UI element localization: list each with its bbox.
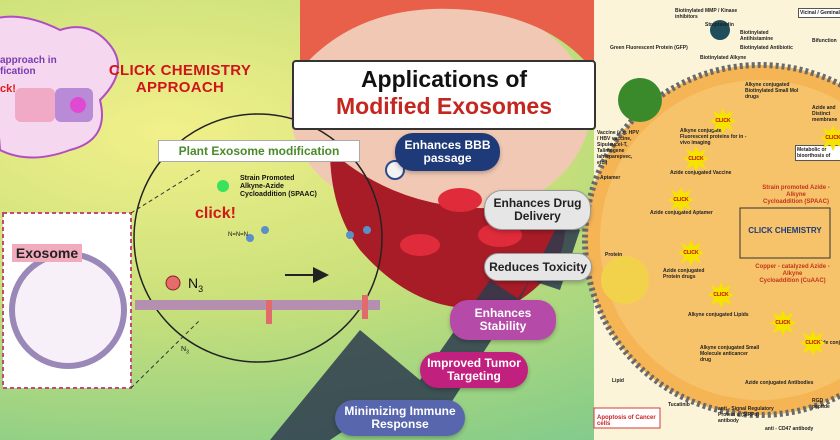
click-burst-5: CLICK [710, 108, 736, 134]
red-cell-1 [438, 188, 482, 212]
label-bifunction: Bifunction [812, 38, 837, 44]
zoom-line-1 [130, 169, 201, 214]
growth-arrow [270, 220, 580, 440]
benefit-tumor-targeting: Improved Tumor Targeting [420, 352, 528, 388]
label-antihistamine: Biotinylated Antihistamine [740, 30, 774, 42]
title-line-1: Applications of [360, 66, 528, 92]
n3-bottom-label: N3 [181, 346, 189, 356]
exosome-vesicle [9, 251, 127, 369]
protein-left [266, 300, 272, 324]
label-inner-protein-drugs: Azide conjugated Protein drugs [663, 268, 705, 280]
label-click-chemistry-right: CLICK CHEMISTRY [748, 226, 822, 235]
benefit-immune-response: Minimizing Immune Response [335, 400, 465, 436]
label-aptamer: Aptamer [600, 175, 621, 181]
title-line-2: Modified Exosomes [336, 93, 552, 119]
glycan-node-1 [246, 234, 254, 242]
label-spaac-right: Strain promoted Azide - Alkyne Cycloaddi… [762, 185, 830, 205]
glycan-node-4 [363, 226, 371, 234]
label-inner-antibodies: Azide conjugated Antibodies [745, 380, 814, 386]
glycan-node-2 [261, 226, 269, 234]
label-sirpa-antibody: anti - Signal Regulatory Protein α (SIRP… [718, 406, 774, 424]
label-cd47-antibody: anti - CD47 antibody [765, 426, 814, 432]
gfp-protein [618, 78, 662, 122]
label-vaccine: Vaccine (e.g. HPV / HBV vaccine, Sipuleu… [597, 130, 639, 166]
label-inner-lipids: Alkyne conjugated Lipids [688, 312, 749, 318]
label-azide-conj-right: Azide conj [815, 340, 840, 346]
benefit-bbb-passage: Enhances BBB passage [395, 133, 500, 171]
click-burst-8: CLICK [820, 125, 840, 151]
label-inner-vaccine: Azide conjugated Vaccine [670, 170, 732, 176]
exosome-label: Exosome [12, 244, 82, 262]
label-inner-fluorescent: Alkyne conjugated Fluorescent proteins f… [680, 128, 747, 146]
label-protein: Protein [605, 252, 623, 258]
red-cell-3 [400, 234, 440, 256]
benefit-drug-delivery: Enhances Drug Delivery [484, 190, 591, 230]
benefit-enhances-stability: Enhances Stability [450, 300, 556, 340]
click-burst-1: CLICK [683, 146, 709, 172]
plant-exosome-label: Plant Exosome modification [158, 140, 360, 162]
label-inner-anticancer: Alkyne conjugated Small Molecule antican… [700, 345, 760, 363]
click-center-box [739, 207, 831, 259]
puzzle-piece-1 [15, 88, 55, 122]
benefit-reduces-toxicity: Reduces Toxicity [484, 253, 592, 281]
puzzle-dot [70, 97, 86, 113]
label-inner-metabolic: Metabolic or bioorthosis of [795, 145, 840, 161]
click-chemistry-title: CLICK CHEMISTRY APPROACH [108, 62, 252, 96]
zoom-line-2 [130, 319, 201, 389]
label-cuaac-right: Copper - catalyzed Azide - Alkyne Cycloa… [755, 264, 830, 284]
cyclooctyne-dot [217, 180, 229, 192]
label-tucatinib: Tucatinib [668, 402, 690, 408]
label-gfp: Green Fluorescent Protein (GFP) [610, 45, 688, 51]
label-streptavidin: Streptavidin [705, 22, 734, 28]
brain-top [300, 0, 600, 80]
label-antibiotic: Biotinylated Antibiotic [740, 45, 793, 51]
click-burst-6: CLICK [770, 310, 796, 336]
label-mmp-kinase: Biotinylated MMP / Kinase inhibitors [675, 8, 738, 20]
label-apoptosis: Apoptosis of Cancer cells [597, 415, 656, 427]
click-burst-3: CLICK [678, 240, 704, 266]
label-vicinal: Vicinal / Geminal [798, 8, 840, 18]
glycan-node-3 [346, 231, 354, 239]
label-biotinylated-alkyne: Biotinylated Alkyne [700, 55, 747, 61]
click-label: click! [195, 205, 236, 222]
protein-blob [601, 256, 649, 304]
apoptosis-box [593, 407, 661, 429]
streptavidin-shape [710, 20, 730, 40]
n3-label: N3 [188, 275, 204, 294]
spaac-label: Strain Promoted Alkyne-Azide Cycloadditi… [240, 175, 317, 198]
azide-small-label: N=N=N [228, 232, 249, 238]
puzzle-click-label: ck! [0, 83, 16, 95]
reaction-circle [133, 113, 383, 363]
label-inner-aptamer: Azide conjugated Aptamer [650, 210, 713, 216]
click-burst-4: CLICK [708, 282, 734, 308]
click-burst-7: CLICK [800, 330, 826, 356]
azide-molecule [165, 275, 181, 291]
click-burst-2: CLICK [668, 187, 694, 213]
label-rgd-peptide: RGD peptide [812, 398, 830, 410]
label-inner-biotin-small: Alkyne conjugated Biotinylated Small Mol… [745, 82, 799, 100]
protein-right [362, 295, 368, 319]
puzzle-cloud-text: approach in fication [0, 55, 57, 77]
title-box: Applications of Modified Exosomes [292, 60, 596, 130]
label-lipid: Lipid [612, 378, 624, 384]
puzzle-cloud [0, 15, 119, 159]
label-inner-azide-distinct: Azide and Distinct membrane [812, 105, 838, 123]
